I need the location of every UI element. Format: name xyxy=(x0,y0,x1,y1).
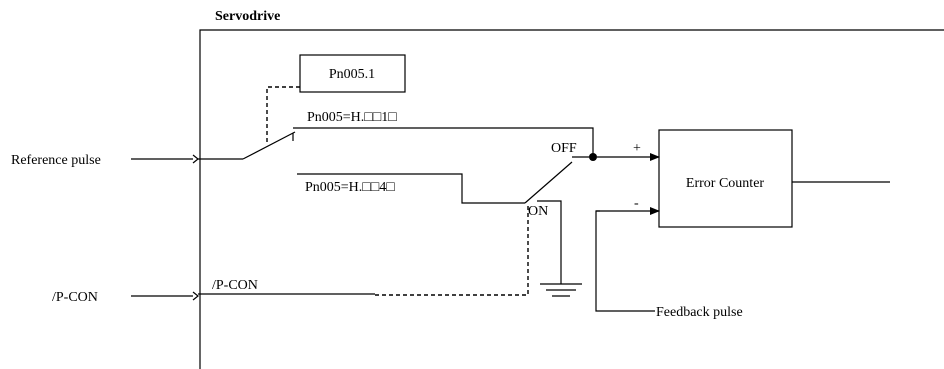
reference-pulse-chevron xyxy=(192,154,199,164)
plus-sign: + xyxy=(633,141,641,156)
param-link-dashed xyxy=(266,86,300,145)
servodrive-title: Servodrive xyxy=(215,9,280,24)
on-label: ON xyxy=(528,204,548,219)
feedback-line xyxy=(595,210,655,312)
pcon-outside-label: /P-CON xyxy=(52,290,98,305)
pcon-dashed-link xyxy=(375,203,529,296)
junction-dot xyxy=(589,153,597,161)
switch-1-path xyxy=(293,127,594,155)
switch-1-label: Pn005=H.□□1□ xyxy=(307,110,397,125)
error-counter-box xyxy=(658,129,793,228)
switch-1-blade xyxy=(242,131,296,160)
param-box xyxy=(299,54,406,93)
pcon-chevron xyxy=(192,291,199,301)
minus-sign: - xyxy=(634,196,639,211)
reference-pulse-label: Reference pulse xyxy=(11,153,101,168)
switch-2-path xyxy=(297,173,525,204)
switch-2-label: Pn005=H.□□4□ xyxy=(305,180,395,195)
servodrive-boundary xyxy=(199,29,944,369)
param-box-label: Pn005.1 xyxy=(329,67,375,82)
error-counter-label: Error Counter xyxy=(686,176,764,191)
pcon-inside-label: /P-CON xyxy=(212,278,258,293)
off-label: OFF xyxy=(551,141,577,156)
switch-2-blade xyxy=(524,161,573,204)
on-contact-line xyxy=(537,200,562,284)
feedback-pulse-label: Feedback pulse xyxy=(656,305,743,320)
